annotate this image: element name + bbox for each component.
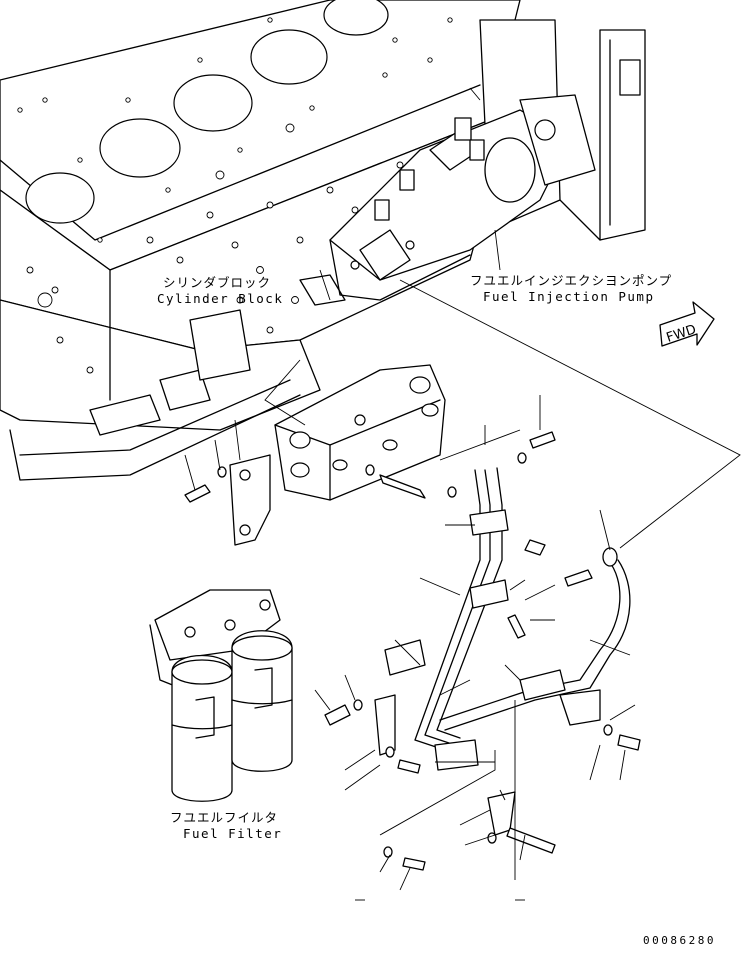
cylinder-bore xyxy=(25,172,95,224)
label-injection-pump: フユエルインジエクシヨンポンプ Fuel Injection Pump xyxy=(470,273,672,304)
fuel-tubes xyxy=(414,467,631,751)
bolts xyxy=(324,539,641,871)
fuel-filter-label-en: Fuel Filter xyxy=(183,826,282,841)
fuel-filter xyxy=(149,589,293,802)
fuel-adapter-block xyxy=(274,364,446,501)
leader-lines xyxy=(184,87,741,901)
timing-housing xyxy=(599,29,646,241)
injection-pump-label-jp: フユエルインジエクシヨンポンプ xyxy=(470,273,672,288)
fuel-filter-label-jp: フユエルフイルタ xyxy=(170,810,278,825)
label-fuel-filter: フユエルフイルタ Fuel Filter xyxy=(170,810,282,841)
fwd-arrow: FWD xyxy=(659,301,715,347)
injection-pump-label-en: Fuel Injection Pump xyxy=(483,289,655,304)
block-holes xyxy=(17,17,453,374)
cylinder-block-label-en: Cylinder Block xyxy=(157,291,283,306)
tube-clamps xyxy=(374,509,601,836)
drawing-number: 00086280 xyxy=(643,934,716,947)
cylinder-bore xyxy=(99,118,181,178)
adapter-fasteners xyxy=(184,431,556,503)
cylinder-block-label-jp: シリンダブロック xyxy=(163,275,271,290)
label-cylinder-block: シリンダブロック Cylinder Block xyxy=(157,275,283,306)
cylinder-bore xyxy=(323,0,389,36)
adapter-bracket xyxy=(229,454,271,546)
cylinder-bore xyxy=(173,74,253,132)
fuel-injection-pump xyxy=(299,94,596,306)
cylinder-bore xyxy=(250,29,328,85)
